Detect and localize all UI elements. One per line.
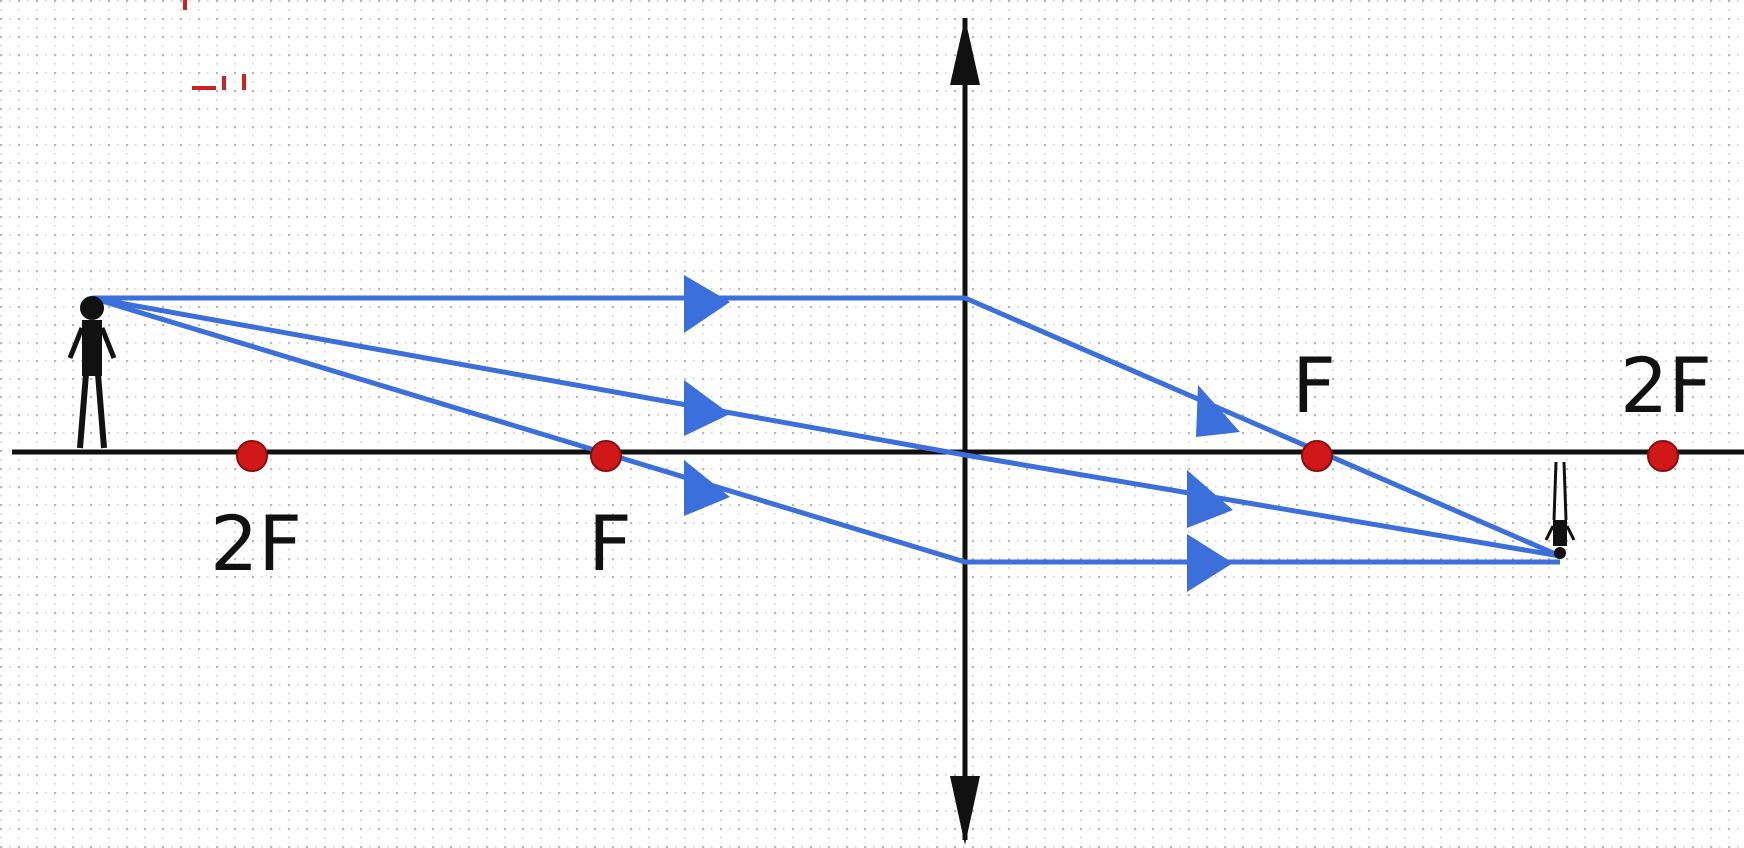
focal-point-2f-right: [1647, 440, 1679, 472]
focal-points: [236, 440, 1679, 472]
converging-lens: [950, 18, 980, 845]
label-f-right: F: [1292, 341, 1336, 430]
lens-bottom-arrowhead: [950, 776, 980, 845]
light-rays: [91, 295, 1561, 565]
focal-point-f-left: [590, 440, 622, 472]
inverted-person-icon: [1544, 461, 1576, 559]
person-icon: [67, 296, 117, 449]
label-2f-right: 2F: [1620, 341, 1712, 430]
ray-through-center: [91, 295, 1561, 559]
label-f-left: F: [588, 499, 632, 588]
arrow-parallel-refracted: [1196, 385, 1240, 437]
arrow-focus-incoming: [684, 460, 730, 516]
label-2f-left: 2F: [210, 499, 302, 588]
ray-arrowheads: [684, 275, 1240, 592]
arrow-center-incoming: [684, 380, 730, 436]
focal-point-2f-left: [236, 440, 268, 472]
ray-parallel: [92, 295, 1561, 559]
arrow-center-refracted: [1187, 470, 1233, 528]
ray-through-focus: [91, 295, 1560, 565]
arrow-parallel-incoming: [684, 275, 730, 333]
lens-top-arrowhead: [950, 18, 980, 85]
arrow-focus-refracted: [1187, 534, 1233, 592]
stray-marks: [183, 0, 246, 90]
focal-point-f-right: [1301, 440, 1333, 472]
